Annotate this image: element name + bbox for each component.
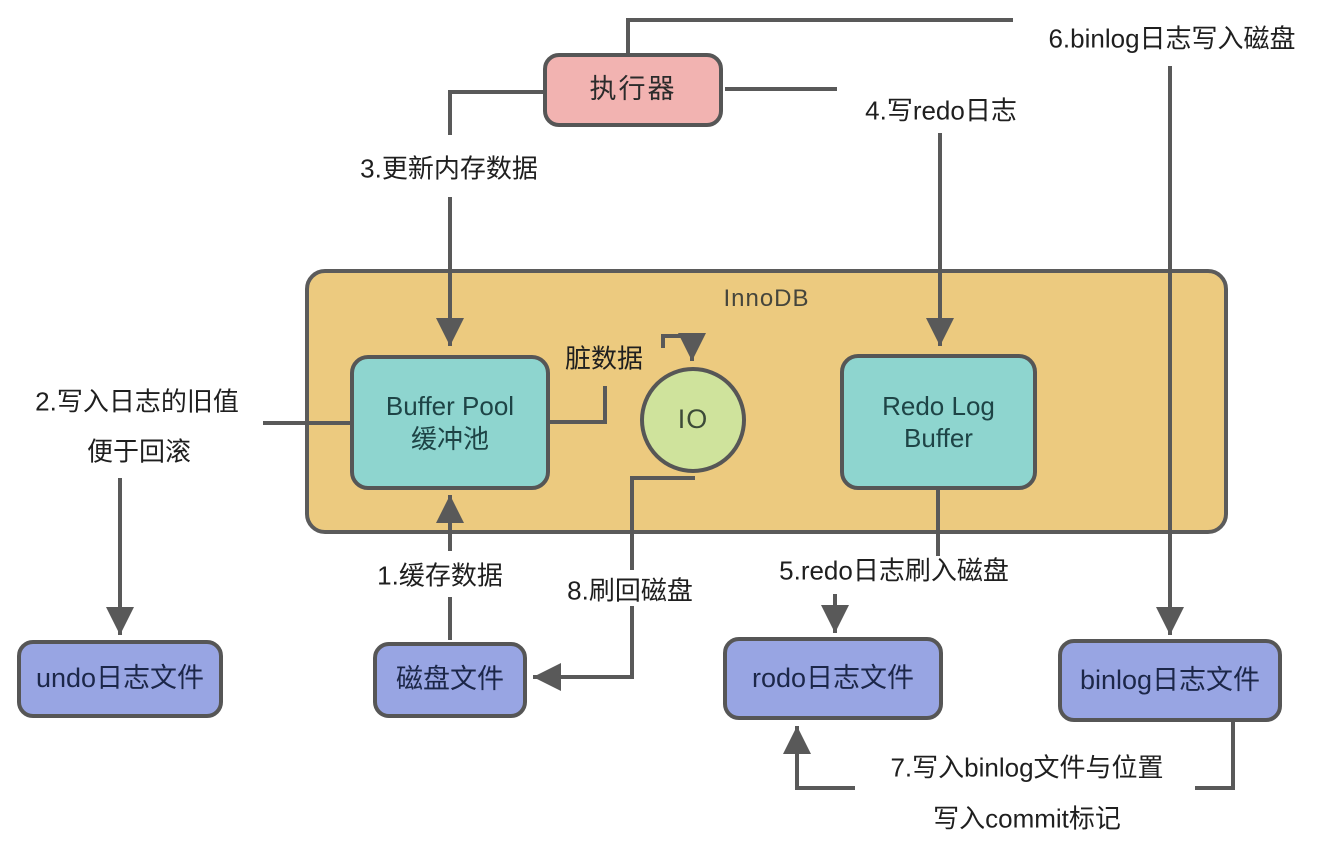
redo-log-file-node: rodo日志文件 (723, 637, 943, 720)
label-step8: 8.刷回磁盘 (567, 575, 693, 606)
connector-step6-stub (626, 18, 1013, 55)
disk-file-node: 磁盘文件 (373, 642, 527, 718)
redo-log-buffer-label-line1: Redo Log (882, 390, 995, 421)
io-node: IO (640, 367, 746, 473)
redo-log-file-label: rodo日志文件 (751, 662, 915, 693)
connector-step3-stub (448, 90, 543, 135)
io-label: IO (677, 404, 709, 435)
connector-dirty-data-arrow (661, 333, 706, 361)
connector-step8-arrow (533, 606, 634, 691)
executor-label: 执行器 (589, 74, 677, 105)
redo-log-buffer-label-line2: Buffer (904, 423, 973, 453)
connector-dirty-data-stub (550, 386, 607, 424)
undo-log-file-node: undo日志文件 (17, 640, 223, 718)
binlog-file-node: binlog日志文件 (1058, 639, 1282, 722)
label-step2-line1: 2.写入日志的旧值 (35, 386, 239, 417)
executor-node: 执行器 (543, 53, 723, 127)
buffer-pool-label-cn: 缓冲池 (410, 423, 489, 454)
label-step6: 6.binlog日志写入磁盘 (1048, 23, 1296, 54)
label-step7-line2: 写入commit标记 (933, 803, 1121, 834)
label-step4: 4.写redo日志 (865, 95, 1017, 126)
redo-log-buffer-node: Redo Log Buffer (840, 354, 1037, 490)
label-step5: 5.redo日志刷入磁盘 (779, 555, 1009, 586)
binlog-file-label: binlog日志文件 (1079, 664, 1261, 695)
label-step3: 3.更新内存数据 (360, 153, 538, 184)
buffer-pool-label-en: Buffer Pool (385, 391, 515, 421)
connector-step7-stub (1195, 722, 1235, 790)
undo-log-file-label: undo日志文件 (35, 663, 205, 694)
buffer-pool-node: Buffer Pool 缓冲池 (350, 355, 550, 490)
connector-step7-arrow (783, 726, 855, 790)
label-step1: 1.缓存数据 (377, 560, 503, 591)
label-step2-line2: 便于回滚 (86, 436, 192, 467)
label-dirty-data: 脏数据 (564, 343, 644, 374)
label-step7-line1: 7.写入binlog文件与位置 (890, 752, 1164, 783)
connector-step8-stub (630, 476, 695, 570)
innodb-label: InnoDB (723, 285, 810, 312)
disk-file-label: 磁盘文件 (396, 664, 504, 695)
